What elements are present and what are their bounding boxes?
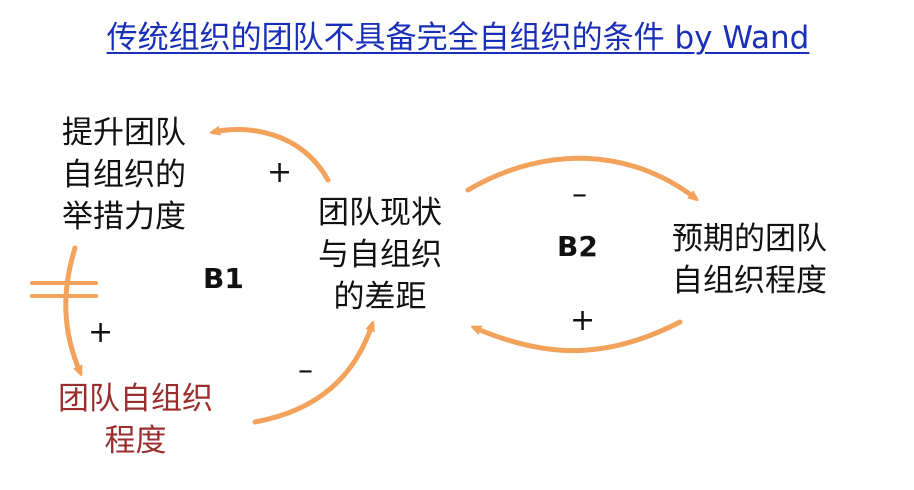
sign-selforg-to-gap: –: [298, 353, 313, 388]
node-expected-line-1: 预期的团队: [672, 221, 827, 257]
sign-expected-to-gap: +: [570, 303, 596, 338]
node-self-org-line-1: 团队自组织: [58, 381, 213, 417]
arrow-selforg-to-gap: [252, 325, 372, 425]
sign-gap-to-measures: +: [267, 155, 293, 190]
loop-label-b1: B1: [203, 262, 244, 295]
delay-mark: [30, 281, 98, 298]
node-gap: 团队现状 与自组织 的差距: [318, 192, 442, 318]
node-expected: 预期的团队 自组织程度: [672, 218, 827, 302]
node-measures-line-2: 自组织的: [62, 157, 186, 193]
node-measures-line-1: 提升团队: [62, 115, 186, 151]
node-measures: 提升团队 自组织的 举措力度: [62, 112, 186, 238]
node-gap-line-1: 团队现状: [318, 195, 442, 231]
node-self-org: 团队自组织 程度: [58, 378, 213, 462]
arrow-measures-to-selforg: [63, 245, 83, 372]
node-self-org-line-2: 程度: [104, 423, 167, 459]
arrow-expected-to-gap: [475, 319, 683, 354]
arrow-gap-to-expected: [465, 155, 695, 198]
sign-measures-to-selforg: +: [88, 315, 114, 350]
node-gap-line-3: 的差距: [333, 279, 427, 315]
loop-label-b2: B2: [557, 230, 598, 263]
diagram-title: 传统组织的团队不具备完全自组织的条件 by Wand: [106, 20, 810, 56]
node-expected-line-2: 自组织程度: [672, 263, 827, 299]
node-gap-line-2: 与自组织: [318, 237, 442, 273]
arrow-gap-to-measures: [214, 129, 331, 183]
node-measures-line-3: 举措力度: [62, 199, 186, 235]
sign-gap-to-expected: –: [572, 177, 587, 212]
